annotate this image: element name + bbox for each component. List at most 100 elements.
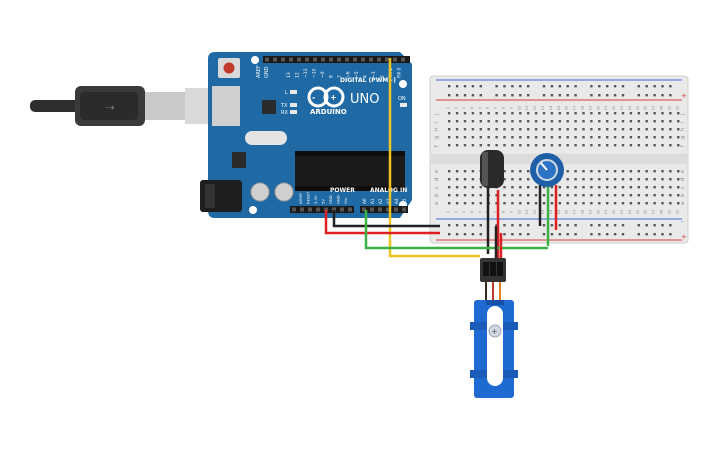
rail-hole[interactable] (479, 94, 482, 97)
breadboard-hole[interactable] (669, 202, 672, 205)
rail-hole[interactable] (519, 224, 522, 227)
breadboard-hole[interactable] (653, 194, 656, 197)
breadboard-hole[interactable] (558, 136, 561, 139)
breadboard-hole[interactable] (455, 186, 459, 189)
breadboard-hole[interactable] (503, 170, 506, 173)
breadboard-hole[interactable] (629, 112, 633, 115)
rail-hole[interactable] (669, 233, 672, 236)
rail-hole[interactable] (669, 85, 672, 88)
breadboard-hole[interactable] (503, 112, 506, 115)
breadboard-hole[interactable] (629, 178, 633, 181)
breadboard-hole[interactable] (645, 202, 648, 205)
breadboard-hole[interactable] (511, 136, 514, 139)
rail-hole[interactable] (511, 224, 514, 227)
breadboard-hole[interactable] (455, 194, 459, 197)
rail-hole[interactable] (606, 224, 609, 227)
breadboard-hole[interactable] (582, 128, 585, 131)
breadboard-hole[interactable] (479, 194, 482, 197)
breadboard-hole[interactable] (463, 120, 467, 123)
breadboard-hole[interactable] (542, 144, 546, 147)
rail-hole[interactable] (574, 224, 577, 227)
rail-hole[interactable] (471, 94, 475, 97)
breadboard-hole[interactable] (677, 120, 680, 123)
breadboard-hole[interactable] (621, 136, 625, 139)
breadboard-hole[interactable] (645, 144, 648, 147)
breadboard-hole[interactable] (574, 136, 577, 139)
header-socket[interactable] (345, 57, 349, 62)
breadboard-hole[interactable] (574, 186, 577, 189)
breadboard-hole[interactable] (455, 144, 459, 147)
rail-hole[interactable] (661, 224, 664, 227)
rail-hole[interactable] (550, 85, 554, 88)
breadboard-hole[interactable] (645, 128, 648, 131)
breadboard-hole[interactable] (621, 120, 625, 123)
breadboard-hole[interactable] (471, 178, 475, 181)
rail-hole[interactable] (495, 224, 498, 227)
breadboard-hole[interactable] (606, 136, 609, 139)
digital-header[interactable] (263, 56, 410, 63)
breadboard-hole[interactable] (566, 112, 569, 115)
breadboard-hole[interactable] (637, 136, 640, 139)
header-socket[interactable] (370, 207, 374, 212)
rail-hole[interactable] (637, 85, 640, 88)
breadboard-hole[interactable] (566, 128, 569, 131)
breadboard-hole[interactable] (527, 170, 530, 173)
breadboard-hole[interactable] (598, 144, 601, 147)
breadboard-hole[interactable] (463, 170, 467, 173)
rail-hole[interactable] (566, 233, 569, 236)
breadboard-hole[interactable] (677, 186, 680, 189)
rail-hole[interactable] (653, 233, 656, 236)
breadboard-hole[interactable] (534, 144, 538, 147)
breadboard-hole[interactable] (613, 112, 617, 115)
rail-hole[interactable] (661, 85, 664, 88)
header-socket[interactable] (281, 57, 285, 62)
header-socket[interactable] (297, 57, 301, 62)
breadboard-hole[interactable] (566, 136, 569, 139)
rail-hole[interactable] (455, 233, 459, 236)
rail-hole[interactable] (519, 85, 522, 88)
breadboard-hole[interactable] (558, 194, 561, 197)
breadboard-hole[interactable] (574, 202, 577, 205)
rail-hole[interactable] (613, 85, 617, 88)
rail-hole[interactable] (455, 85, 459, 88)
rail-hole[interactable] (669, 94, 672, 97)
rail-hole[interactable] (519, 94, 522, 97)
breadboard-hole[interactable] (637, 194, 640, 197)
breadboard-hole[interactable] (629, 144, 633, 147)
header-socket[interactable] (401, 57, 405, 62)
breadboard-hole[interactable] (495, 144, 498, 147)
header-socket[interactable] (300, 207, 304, 212)
breadboard-hole[interactable] (637, 112, 640, 115)
rail-hole[interactable] (621, 224, 625, 227)
breadboard-hole[interactable] (590, 170, 593, 173)
rail-hole[interactable] (598, 233, 601, 236)
breadboard-hole[interactable] (621, 194, 625, 197)
breadboard-hole[interactable] (653, 120, 656, 123)
breadboard-hole[interactable] (471, 120, 475, 123)
breadboard-hole[interactable] (566, 120, 569, 123)
breadboard-hole[interactable] (669, 194, 672, 197)
breadboard-hole[interactable] (645, 136, 648, 139)
breadboard-hole[interactable] (661, 144, 664, 147)
breadboard-hole[interactable] (495, 136, 498, 139)
rail-hole[interactable] (598, 224, 601, 227)
rail-hole[interactable] (598, 94, 601, 97)
breadboard-hole[interactable] (653, 202, 656, 205)
breadboard-hole[interactable] (606, 194, 609, 197)
breadboard-hole[interactable] (511, 112, 514, 115)
breadboard-hole[interactable] (653, 178, 656, 181)
rail-hole[interactable] (550, 94, 554, 97)
breadboard-hole[interactable] (621, 186, 625, 189)
header-socket[interactable] (362, 207, 366, 212)
servo-horn[interactable] (487, 306, 503, 386)
breadboard-hole[interactable] (479, 120, 482, 123)
rail-hole[interactable] (661, 94, 664, 97)
rail-hole[interactable] (542, 94, 546, 97)
breadboard-hole[interactable] (645, 112, 648, 115)
rail-hole[interactable] (645, 233, 648, 236)
rail-hole[interactable] (669, 224, 672, 227)
breadboard-hole[interactable] (471, 194, 475, 197)
breadboard-hole[interactable] (503, 144, 506, 147)
breadboard-hole[interactable] (550, 112, 554, 115)
